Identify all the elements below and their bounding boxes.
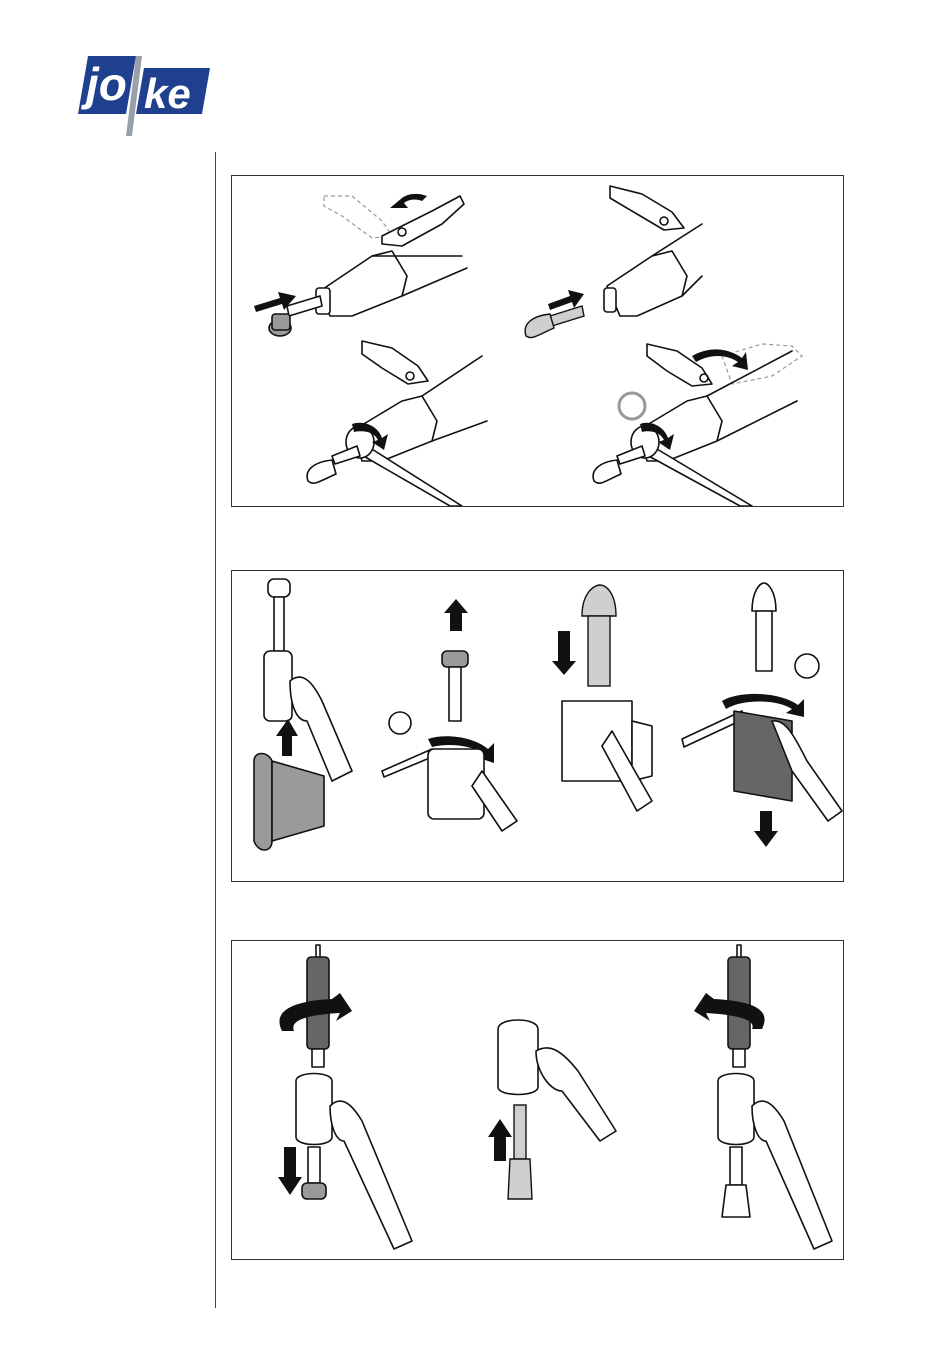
margin-rule: [215, 152, 216, 1308]
step-wrench-hold: [307, 341, 487, 506]
logo-right-text: ke: [144, 70, 191, 117]
panel2-drawing: [232, 571, 843, 881]
illustration-panel-tip-change-with-holder: [231, 570, 844, 882]
step-remove-tip: [254, 194, 467, 336]
logo-left-text: jo: [81, 58, 127, 110]
step-insert-tip: [525, 186, 702, 338]
panel1-drawing: [232, 176, 843, 506]
step-lift-iron-from-holder: [254, 579, 352, 850]
step-tighten-tip-with-tool: [694, 945, 832, 1249]
step-insert-new-tip: [552, 585, 652, 811]
step-insert-new-tip-with-tool: [488, 1020, 616, 1199]
step-loosen-tip-in-holder: [382, 599, 517, 831]
step-tighten-and-remove: [682, 583, 842, 847]
step-lever-close: [593, 344, 802, 506]
illustration-panel-tip-change-with-tool: [231, 940, 844, 1260]
joke-logo: jo ke: [74, 48, 214, 140]
step-unscrew-tip-with-tool: [278, 945, 412, 1249]
illustration-panel-tip-change-with-wrench: [231, 175, 844, 507]
panel3-drawing: [232, 941, 843, 1259]
